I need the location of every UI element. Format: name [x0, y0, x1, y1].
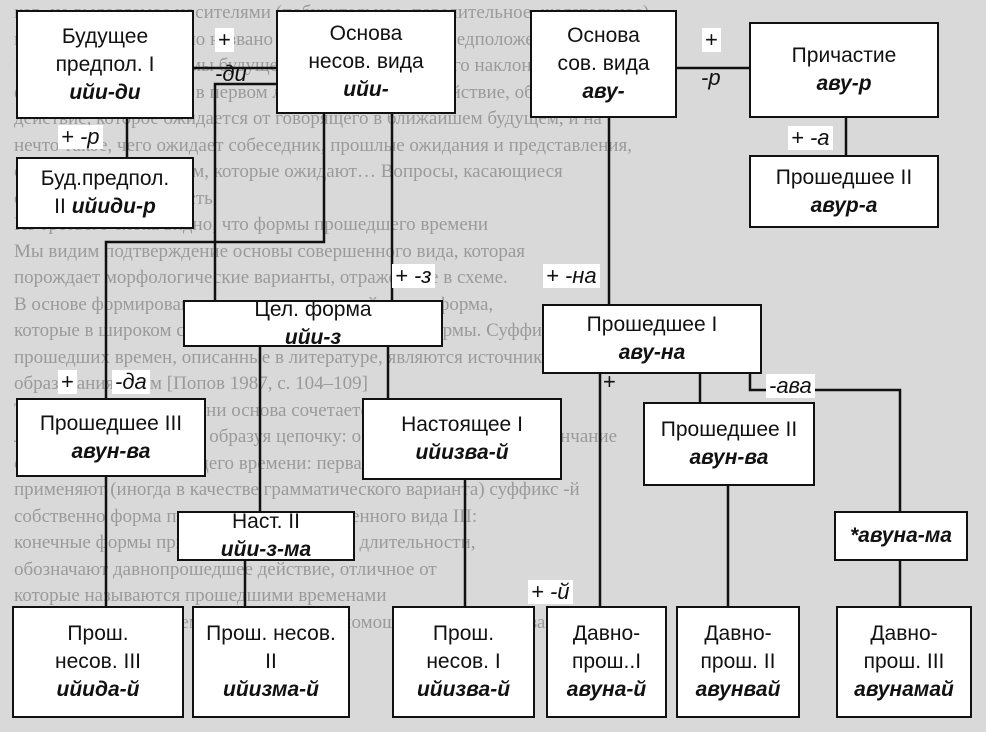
- label-plus-di-plus: +: [215, 28, 234, 52]
- box-form: ийизва-й: [416, 678, 511, 701]
- box-label: Прош.: [432, 622, 495, 645]
- box-form: ийизва-й: [415, 441, 509, 464]
- box-label: Прош. несов.: [206, 622, 336, 645]
- label-ava: -ава: [766, 374, 815, 398]
- box-pluperfect-1: Давно- прош..I авуна-й: [546, 606, 667, 718]
- box-past-imperfective-2: Прош. несов. II ийизма-й: [192, 606, 350, 718]
- label-plus-p-left: + -р: [58, 125, 103, 149]
- box-label: несов. I: [426, 650, 501, 673]
- box-form: авур-а: [810, 193, 878, 217]
- box-label: Давно-: [870, 622, 938, 645]
- box-label: прош. III: [863, 650, 945, 673]
- background-text-line: образования форм [Попов 1987, с. 104–109…: [14, 373, 368, 394]
- box-form: ийида-й: [56, 678, 140, 701]
- box-form: ийиди-р: [71, 195, 156, 218]
- box-form: ийи-ди: [69, 80, 141, 104]
- label-plus-ava-plus: +: [603, 369, 616, 394]
- box-label: II ийиди-р: [54, 195, 156, 218]
- box-imperfective-stem: Основа несов. вида ийи-: [276, 10, 456, 114]
- box-avunama: *авуна-ма: [834, 511, 968, 561]
- background-text-line: обозначают давнопрошедшее действие, отли…: [14, 558, 437, 580]
- background-text-line: прошедших времен, описанные в литературе…: [14, 346, 563, 368]
- label-plus-na: + -на: [543, 264, 600, 288]
- box-past-imperfective-1: Прош. несов. I ийизва-й: [392, 606, 535, 718]
- box-present-2: Наст. II ийи-з-ма: [177, 510, 355, 561]
- box-form: *авуна-ма: [850, 524, 952, 547]
- box-label: Прош.: [67, 622, 129, 645]
- box-form: аву-на: [618, 341, 686, 364]
- box-form: авунвай: [695, 678, 781, 701]
- box-label: Давно-: [704, 622, 772, 645]
- box-past-2-top: Прошедшее II авур-а: [749, 155, 939, 228]
- box-label: сов. вида: [557, 52, 650, 75]
- box-form: ийи-з-ма: [220, 538, 312, 561]
- box-form: авун-ва: [71, 439, 151, 463]
- box-label: Будущее: [61, 24, 149, 48]
- label-plus-a: + -а: [788, 126, 833, 150]
- box-label: Основа: [329, 22, 403, 45]
- background-text-line: порождает морфологические варианты, отра…: [14, 267, 508, 288]
- box-participle: Причастие аву-р: [749, 22, 939, 118]
- label-plus-da-plus: +: [58, 370, 77, 394]
- box-label: Настоящее I: [401, 413, 523, 436]
- link-nesov-cel: [213, 82, 276, 300]
- box-label: Буд.предпол.: [40, 167, 170, 190]
- box-label: Причастие: [791, 44, 897, 67]
- label-plus-z: + -з: [392, 264, 435, 288]
- box-label: Основа: [567, 24, 640, 47]
- box-form: ийи-: [343, 78, 389, 101]
- box-label: II: [265, 650, 277, 673]
- box-label: несов. вида: [308, 50, 424, 73]
- label-di: -ди: [215, 61, 247, 86]
- box-past-imperfective-3: Прош. несов. III ийида-й: [12, 606, 184, 718]
- link-prosh1-avunama: [748, 374, 902, 511]
- background-text-line: применяют (иногда в качестве грамматичес…: [14, 479, 580, 500]
- box-form: аву-р: [816, 72, 872, 95]
- box-future-presumptive-2: Буд.предпол. II ийиди-р: [16, 157, 194, 229]
- background-text-line: Мы видим подтверждение основы совершенно…: [14, 240, 526, 262]
- box-past-3: Прошедшее III авун-ва: [16, 398, 206, 477]
- box-label: Прошедшее I: [586, 313, 718, 336]
- link-nesov-prosh3: [104, 114, 326, 398]
- box-label: несов. III: [54, 650, 142, 673]
- box-label: Наст. II: [232, 510, 300, 533]
- box-perfective-stem: Основа сов. вида аву-: [530, 10, 677, 118]
- box-past-1: Прошедшее I аву-на: [542, 304, 762, 374]
- label-plus-p-right: +: [702, 28, 721, 52]
- box-pluperfect-3: Давно- прош. III авунамай: [836, 606, 972, 718]
- box-future-presumptive-1: Будущее предпол. I ийи-ди: [16, 10, 194, 119]
- label-plus-j: + -й: [528, 580, 573, 604]
- box-pluperfect-2: Давно- прош. II авунвай: [676, 606, 800, 718]
- box-label: Цел. форма: [254, 297, 372, 321]
- box-purpose-form: Цел. форма ийи-з: [183, 298, 443, 349]
- box-label: Прошедшее III: [39, 411, 183, 435]
- box-past-2-bottom: Прошедшее II авун-ва: [643, 402, 815, 486]
- box-label: Давно-: [572, 622, 641, 645]
- box-label: Прошедшее II: [775, 165, 913, 189]
- box-label: прош..I: [571, 650, 642, 673]
- label-p-right: -р: [701, 65, 721, 90]
- box-present-1: Настоящее I ийизва-й: [362, 398, 562, 480]
- box-form: авуна-й: [566, 678, 647, 701]
- box-label: предпол. I: [55, 52, 155, 76]
- box-label: Прошедшее II: [660, 418, 798, 441]
- box-form: ийи-з: [284, 325, 342, 349]
- box-label: прош. II: [700, 650, 776, 673]
- box-form: ийизма-й: [223, 678, 319, 701]
- label-da: -да: [112, 370, 150, 394]
- box-form: аву-: [582, 80, 625, 103]
- box-form: авун-ва: [689, 446, 769, 469]
- box-form: авунамай: [854, 678, 954, 701]
